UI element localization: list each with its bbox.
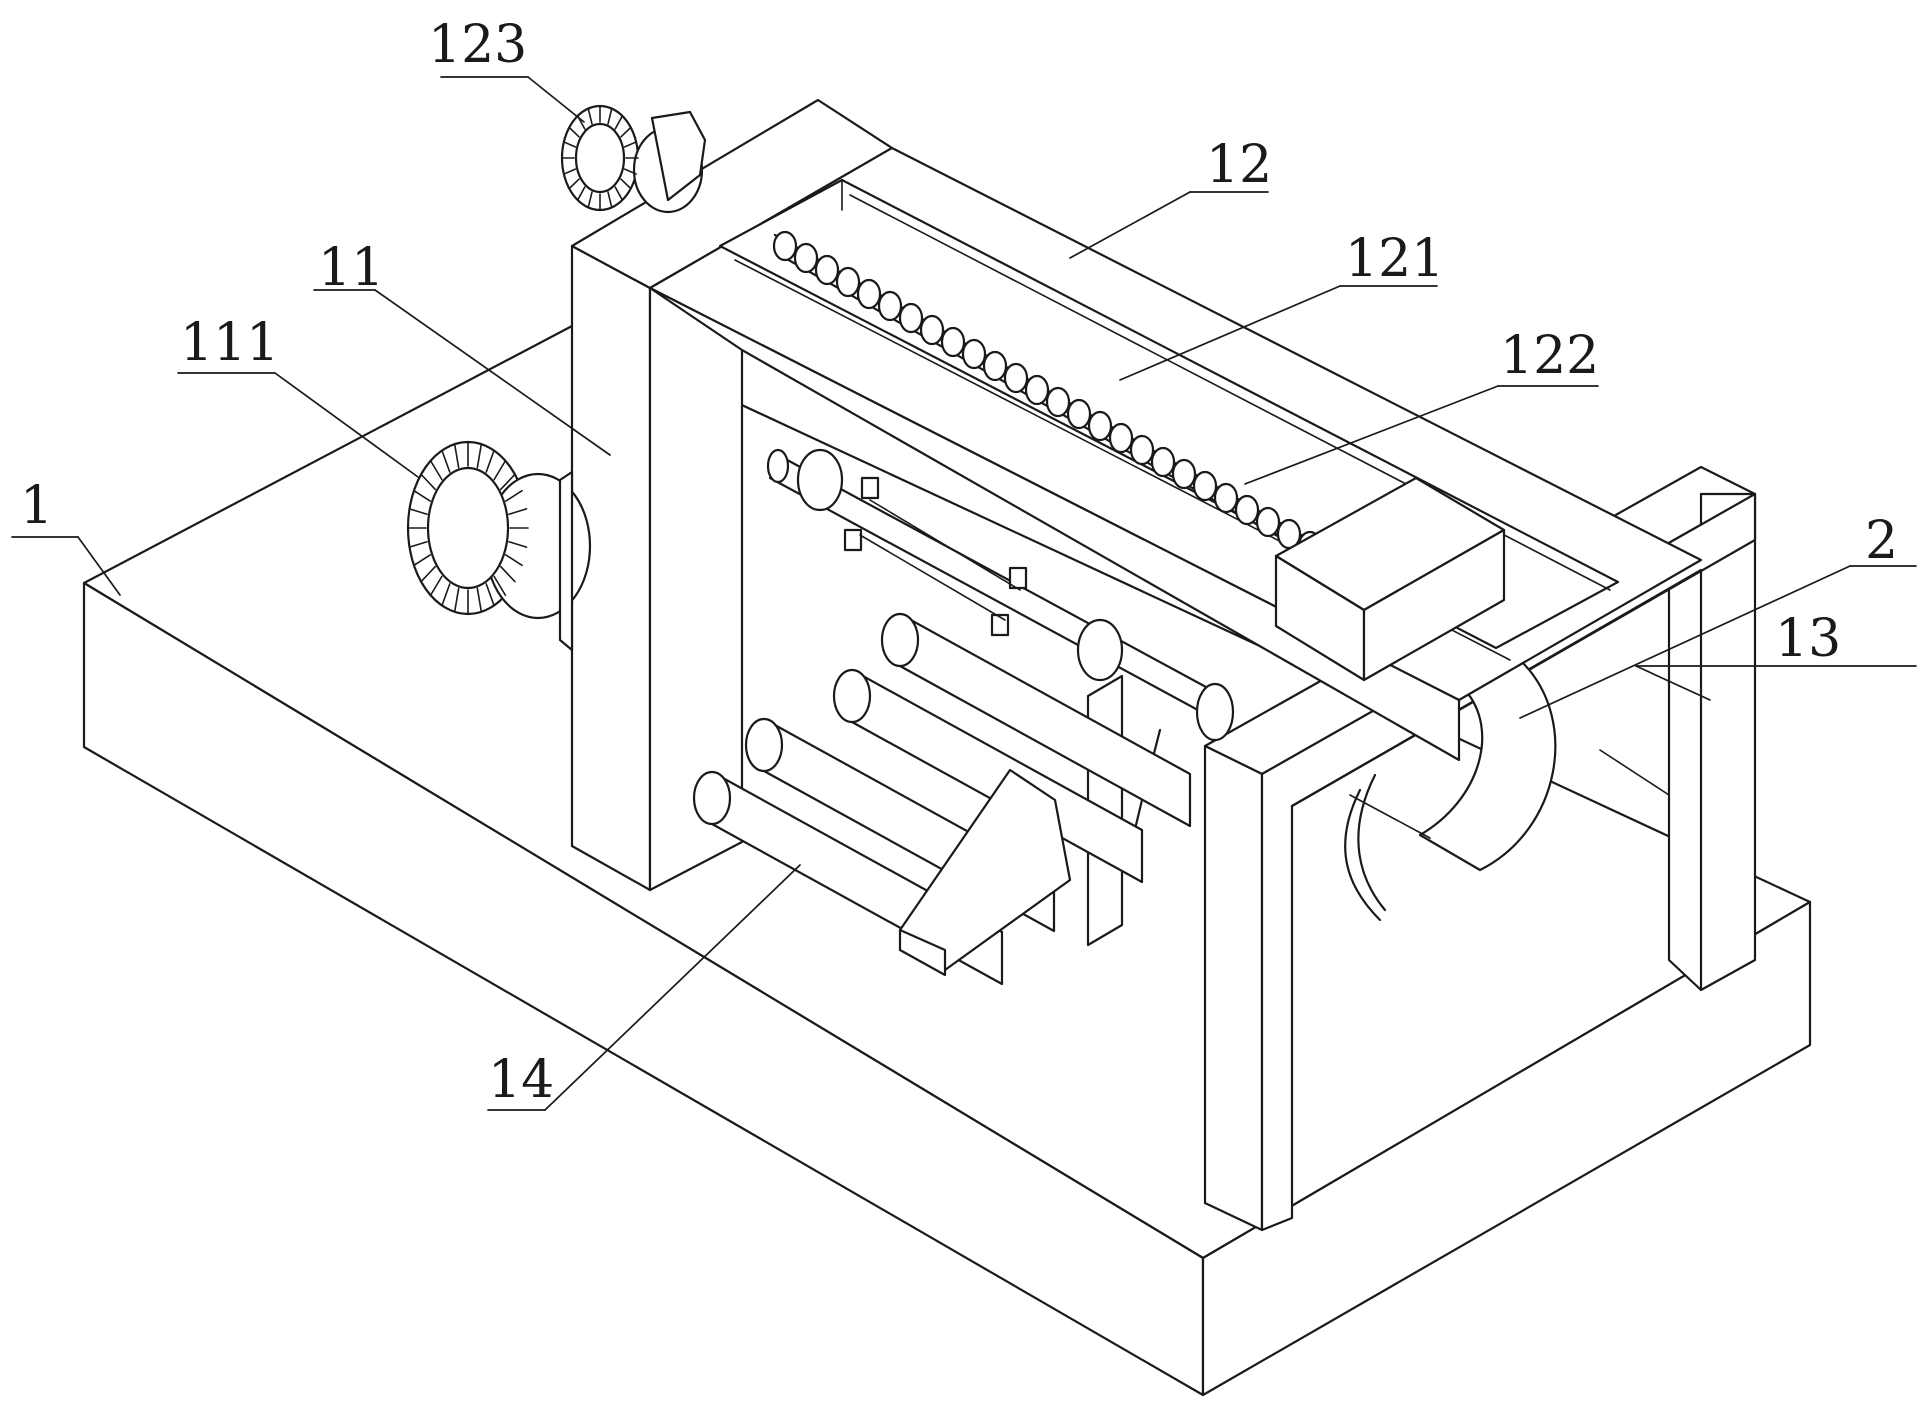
thread-segment xyxy=(1087,410,1113,442)
cooling-fin xyxy=(587,107,593,125)
cooling-fin xyxy=(607,191,613,209)
cooling-fin xyxy=(568,178,580,190)
thread-segment xyxy=(1234,494,1260,526)
cooling-fin xyxy=(441,583,451,607)
cooling-fin xyxy=(607,107,613,125)
thread-segment xyxy=(793,242,819,274)
slider-block xyxy=(1274,476,1506,682)
lower-motor xyxy=(406,440,592,652)
upper-motor xyxy=(560,104,707,214)
cooling-fin xyxy=(429,575,443,597)
label-end-frame: 13 xyxy=(1775,609,1841,669)
cooling-fin xyxy=(493,575,507,597)
cooling-fin xyxy=(505,554,523,567)
label-top-frame: 12 xyxy=(1206,135,1272,195)
cooling-fin xyxy=(623,141,637,148)
roller-support xyxy=(898,768,1072,977)
reference-numerals: 1 11 111 12 121 122 123 13 2 14 xyxy=(20,15,1898,1110)
cooling-fin xyxy=(493,459,507,481)
thread-segment xyxy=(1066,398,1092,430)
label-motor-lower: 111 xyxy=(180,313,279,373)
thread-segment xyxy=(898,302,924,334)
cooling-fin xyxy=(500,565,516,583)
cooling-fin xyxy=(505,489,523,502)
cooling-fin xyxy=(614,115,624,130)
cooling-fin xyxy=(563,168,577,175)
cooling-fin xyxy=(441,449,451,473)
cooling-fin xyxy=(623,168,637,175)
thread-segment xyxy=(1108,422,1134,454)
cooling-fin xyxy=(476,587,483,613)
cooling-fin xyxy=(476,443,483,469)
cooling-fin xyxy=(408,540,428,548)
cooling-fin xyxy=(568,126,580,138)
cutter-shaft xyxy=(766,448,1235,742)
cooling-fin xyxy=(413,554,431,567)
thread-segment xyxy=(835,266,861,298)
cooling-fin xyxy=(500,473,516,491)
label-motor-upper: 123 xyxy=(428,15,527,75)
thread-segment xyxy=(1255,506,1281,538)
cooling-fin xyxy=(453,587,460,613)
cooling-fin xyxy=(576,186,586,201)
cooling-fin xyxy=(485,449,495,473)
thread-segment xyxy=(1129,434,1155,466)
label-slider-rail: 122 xyxy=(1500,326,1599,386)
guide-roller xyxy=(832,668,1144,884)
leader-lines xyxy=(11,76,1917,1111)
label-guide-rollers: 14 xyxy=(488,1050,554,1110)
cooling-fin xyxy=(485,583,495,607)
left-upright xyxy=(570,98,894,892)
thread-segment xyxy=(877,290,903,322)
cooling-fin xyxy=(508,508,528,516)
cooling-fin xyxy=(420,565,436,583)
thread-segment xyxy=(1171,458,1197,490)
thread-segment xyxy=(772,230,798,262)
thread-segment xyxy=(1192,470,1218,502)
thread-segment xyxy=(1024,374,1050,406)
cooling-fin xyxy=(587,191,593,209)
cooling-fin xyxy=(620,126,632,138)
thread-segment xyxy=(1003,362,1029,394)
cooling-fin xyxy=(620,178,632,190)
thread-segment xyxy=(1150,446,1176,478)
cooling-fin xyxy=(508,540,528,548)
thread-segment xyxy=(814,254,840,286)
thread-segment xyxy=(856,278,882,310)
thread-segment xyxy=(961,338,987,370)
label-upright: 11 xyxy=(318,238,384,298)
label-screw-rod: 121 xyxy=(1345,229,1444,289)
cooling-fin xyxy=(408,508,428,516)
thread-segment xyxy=(919,314,945,346)
cooling-fin xyxy=(413,489,431,502)
label-base: 1 xyxy=(20,476,53,536)
cooling-fin xyxy=(420,473,436,491)
cooling-fin xyxy=(429,459,443,481)
cooling-fin xyxy=(614,186,624,201)
thread-segment xyxy=(940,326,966,358)
cooling-fin xyxy=(563,141,577,148)
curved-blade xyxy=(1344,660,1670,922)
thread-segment xyxy=(982,350,1008,382)
thread-segment xyxy=(1045,386,1071,418)
label-blade: 2 xyxy=(1865,511,1898,571)
guide-roller xyxy=(880,612,1192,828)
cooling-fin xyxy=(453,443,460,469)
thread-segment xyxy=(1213,482,1239,514)
